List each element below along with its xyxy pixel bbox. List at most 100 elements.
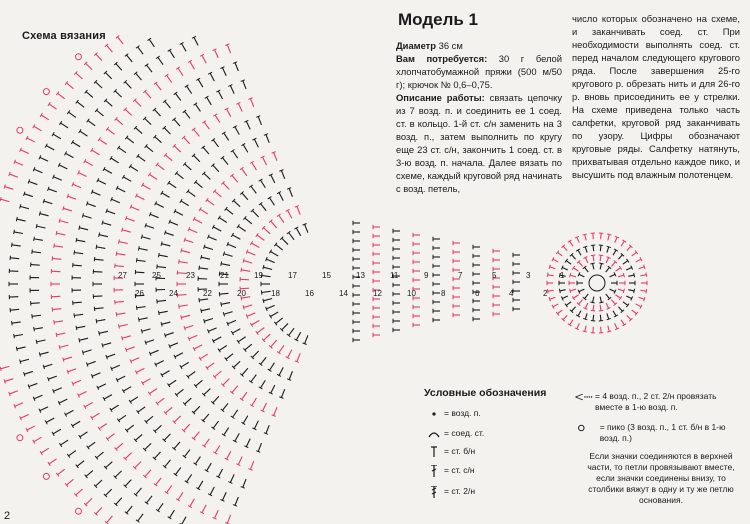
- stitch-top: [129, 204, 133, 209]
- stitch-top: [184, 480, 189, 484]
- stitch-mark: [552, 303, 559, 308]
- stitch-top: [221, 131, 226, 135]
- stitch-mark: [166, 485, 173, 493]
- stitch-top: [19, 359, 22, 364]
- stitch-top: [52, 389, 55, 394]
- stitch-mark: [129, 396, 139, 403]
- stitch-mark: [242, 478, 247, 488]
- stitch-mark: [154, 424, 162, 432]
- stitch-top: [78, 225, 81, 230]
- stitch-top: [186, 374, 190, 379]
- stitch-top: [121, 174, 125, 180]
- stitch-mark: [242, 415, 249, 424]
- stitch-mark: [175, 172, 184, 180]
- stitch-top: [273, 242, 278, 247]
- stitch-top: [137, 246, 140, 251]
- stitch-mark: [10, 308, 20, 311]
- stitch-top: [203, 244, 206, 250]
- stitch-mark: [33, 394, 43, 400]
- stitch-top: [628, 317, 633, 322]
- stitch-top: [33, 236, 35, 242]
- stitch-mark: [275, 244, 284, 251]
- stitch-mark: [79, 227, 89, 231]
- stitch-mark: [136, 306, 146, 309]
- stitch-mark: [234, 496, 239, 506]
- stitch-top: [38, 352, 41, 357]
- stitch-top: [155, 55, 160, 60]
- stitch-top: [230, 415, 235, 419]
- stitch-mark: [52, 308, 62, 311]
- stitch-top: [571, 265, 576, 270]
- stitch-mark: [125, 346, 135, 351]
- stitch-mark: [626, 314, 632, 321]
- stitch-mark: [141, 236, 151, 240]
- stitch-mark: [135, 294, 145, 297]
- stitch-mark: [195, 379, 203, 387]
- stitch-top: [260, 273, 263, 278]
- stitch-mark: [195, 181, 203, 189]
- stitch-mark: [242, 80, 247, 90]
- stitch-mark: [201, 55, 207, 64]
- stitch-mark: [584, 293, 589, 299]
- stitch-top: [574, 235, 580, 239]
- stitch-mark: [631, 309, 637, 315]
- stitch-mark: [280, 389, 286, 398]
- stitch-top: [201, 392, 206, 397]
- stitch-mark: [76, 325, 86, 329]
- work-label: Описание работы:: [396, 92, 485, 103]
- stitch-mark: [173, 441, 181, 450]
- stitch-top: [203, 318, 206, 324]
- stitch-top: [137, 317, 140, 322]
- stitch-mark: [187, 190, 196, 197]
- stitch-mark: [599, 245, 602, 252]
- stitch-top: [191, 410, 196, 415]
- stitch-top: [102, 166, 106, 172]
- stitch-top: [8, 391, 11, 397]
- stitch-top: [613, 289, 617, 294]
- stitch-top: [133, 493, 138, 497]
- stitch-mark: [63, 207, 73, 212]
- row-number: 11: [390, 271, 399, 280]
- stitch-mark: [559, 289, 566, 292]
- stitch-top: [58, 218, 61, 223]
- stitch-top: [174, 171, 179, 176]
- stitch-top: [222, 311, 226, 317]
- stitch-top: [74, 493, 78, 497]
- stitch-mark: [183, 423, 191, 432]
- scheme-title: Схема вязания: [22, 30, 106, 42]
- stitch-mark: [125, 217, 135, 222]
- stitch-top: [44, 143, 48, 148]
- model-title: Модель 1: [398, 10, 478, 29]
- stitch-mark: [214, 509, 219, 519]
- stitch-top: [173, 208, 177, 214]
- stitch-mark: [164, 459, 171, 468]
- stitch-mark: [223, 311, 233, 315]
- stitch-mark: [79, 431, 88, 438]
- stitch-top: [211, 224, 215, 230]
- stitch-top: [42, 364, 45, 370]
- stitch-mark: [178, 261, 188, 264]
- stitch-mark: [67, 368, 77, 373]
- stitch-mark: [93, 295, 103, 297]
- row-number: 21: [220, 271, 229, 280]
- stitch-top: [217, 215, 221, 220]
- stitch-mark: [273, 406, 278, 416]
- stitch-top: [220, 302, 223, 307]
- stitch-top: [212, 48, 217, 52]
- stitch-top: [113, 502, 118, 507]
- legend-item-slip-stitch: = соед. ст.: [426, 428, 484, 440]
- stitch-mark: [206, 96, 212, 106]
- stitch-mark: [116, 375, 126, 381]
- stitch-mark: [226, 44, 232, 54]
- stitch-top: [77, 170, 80, 175]
- stitch-mark: [106, 433, 115, 440]
- stitch-mark: [184, 397, 192, 405]
- stitch-mark: [48, 103, 57, 110]
- stitch-mark: [138, 317, 148, 321]
- row-number: 15: [322, 271, 331, 280]
- stitch-mark: [232, 234, 241, 240]
- legend-text: = пико (3 возд. п., 1 ст. б/н в 1-ю возд…: [599, 422, 726, 443]
- stitch-top: [613, 314, 619, 318]
- stitch-mark: [135, 271, 145, 274]
- stitch-mark: [631, 251, 637, 257]
